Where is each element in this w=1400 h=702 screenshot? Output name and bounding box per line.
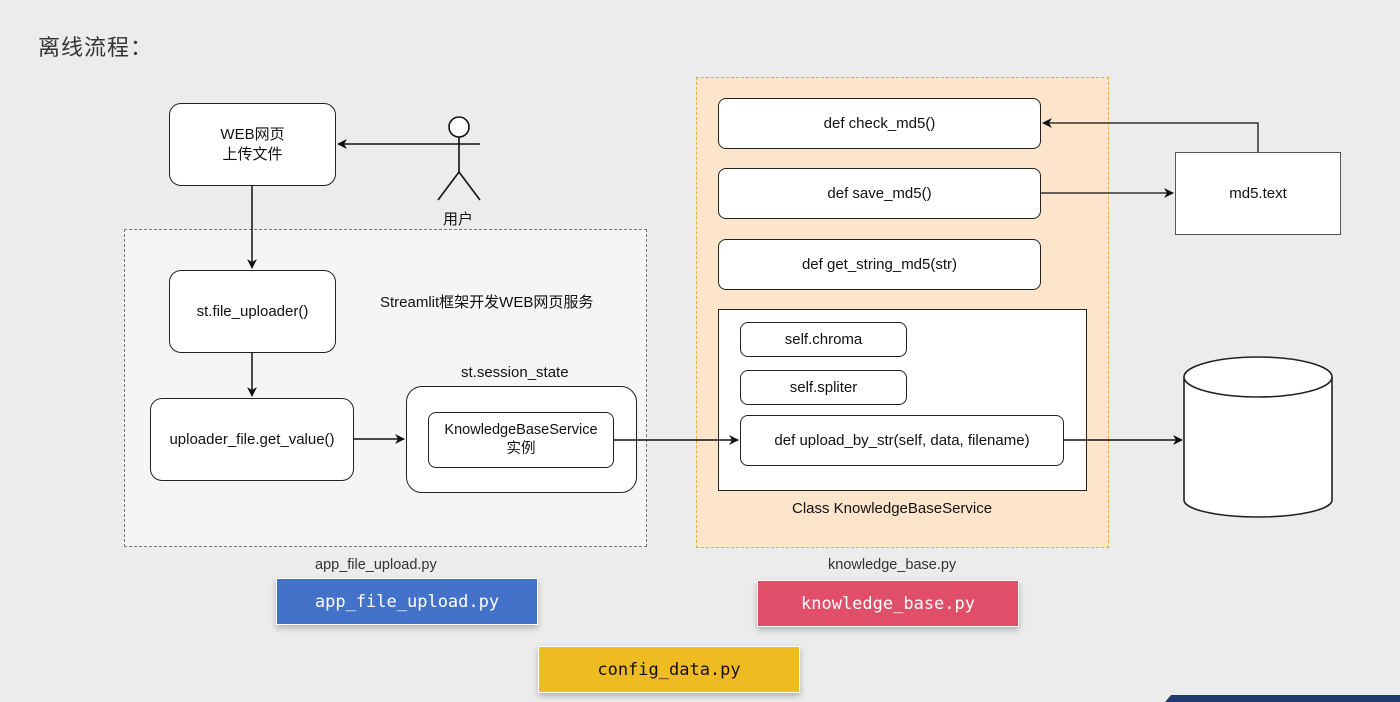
- file-chip-knowledge-base-label: knowledge_base.py: [801, 593, 975, 614]
- decorative-footer-strip: [1165, 695, 1400, 702]
- web-upload-line1: WEB网页: [220, 125, 285, 143]
- actor-label: 用户: [443, 211, 474, 228]
- attr-self-spliter-label: self.spliter: [789, 378, 858, 396]
- kb-class-label: Class KnowledgeBaseService: [792, 500, 993, 517]
- session-state-label: st.session_state: [461, 364, 569, 381]
- kb-service-instance-box: KnowledgeBaseService 实例: [428, 412, 614, 468]
- get-value-label: uploader_file.get_value(): [169, 430, 335, 448]
- file-chip-config-data-label: config_data.py: [597, 659, 741, 680]
- method-save-md5-label: def save_md5(): [827, 184, 932, 202]
- file-uploader-box: st.file_uploader(): [169, 270, 336, 353]
- file-chip-knowledge-base: knowledge_base.py: [757, 580, 1019, 627]
- md5-file-box: md5.text: [1175, 152, 1341, 235]
- method-save-md5: def save_md5(): [718, 168, 1041, 219]
- method-upload-by-str-label: def upload_by_str(self, data, filename): [774, 431, 1030, 449]
- streamlit-group-caption: app_file_upload.py: [315, 557, 437, 573]
- method-check-md5: def check_md5(): [718, 98, 1041, 149]
- file-chip-config-data: config_data.py: [538, 646, 800, 693]
- md5-file-label: md5.text: [1229, 184, 1287, 202]
- kb-group-caption: knowledge_base.py: [828, 557, 957, 573]
- kb-service-instance-line2: 实例: [506, 441, 536, 457]
- chroma-db-line2: 向量库: [1235, 457, 1281, 474]
- method-upload-by-str: def upload_by_str(self, data, filename): [740, 415, 1064, 466]
- get-value-box: uploader_file.get_value(): [150, 398, 354, 481]
- method-get-string-md5: def get_string_md5(str): [718, 239, 1041, 290]
- stick-figure-user-icon: [437, 116, 481, 201]
- page-title: 离线流程：: [38, 36, 154, 61]
- file-uploader-label: st.file_uploader(): [196, 302, 309, 320]
- file-chip-app-file-upload-label: app_file_upload.py: [314, 591, 500, 612]
- web-upload-box: WEB网页 上传文件: [169, 103, 336, 186]
- chroma-db-label: Chroma 向量库: [1184, 436, 1332, 476]
- method-check-md5-label: def check_md5(): [823, 114, 936, 132]
- attr-self-spliter: self.spliter: [740, 370, 907, 405]
- file-chip-app-file-upload: app_file_upload.py: [276, 578, 538, 625]
- streamlit-group-title: Streamlit框架开发WEB网页服务: [380, 294, 594, 311]
- chroma-db-line1: Chroma: [1231, 437, 1285, 454]
- kb-service-instance-line1: KnowledgeBaseService: [444, 422, 598, 438]
- method-get-string-md5-label: def get_string_md5(str): [801, 255, 958, 273]
- attr-self-chroma: self.chroma: [740, 322, 907, 357]
- web-upload-line2: 上传文件: [222, 145, 283, 163]
- attr-self-chroma-label: self.chroma: [784, 330, 863, 348]
